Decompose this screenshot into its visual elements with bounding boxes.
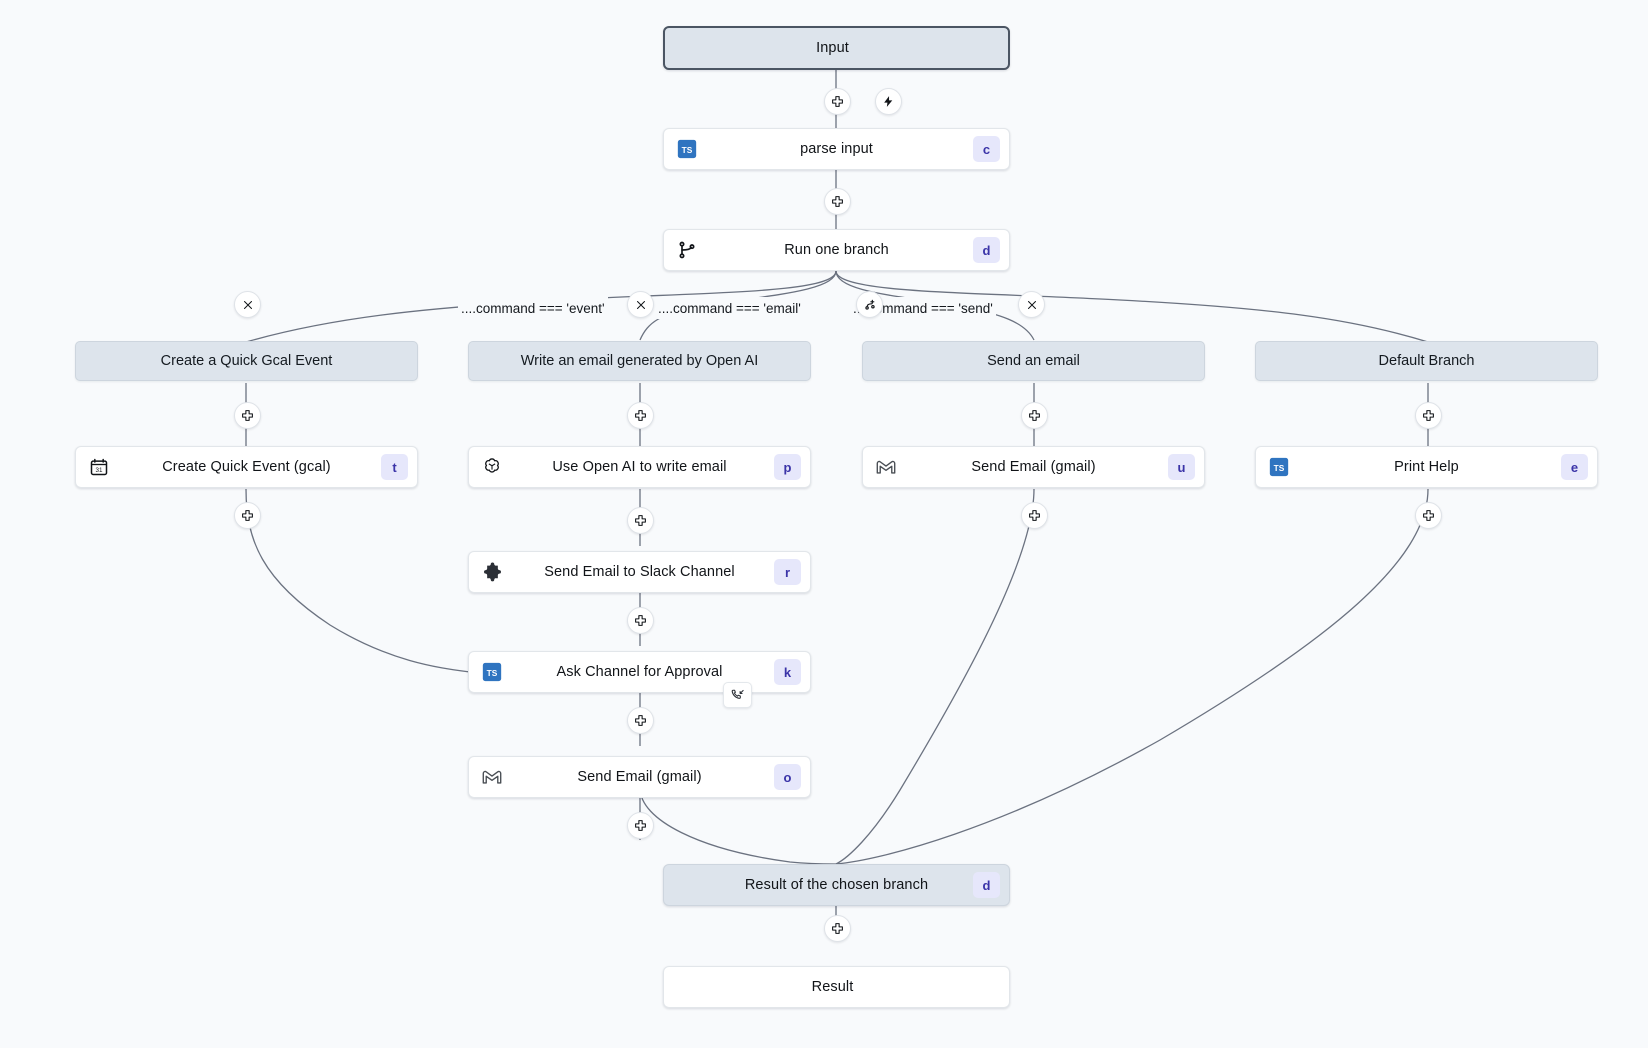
svg-text:TS: TS <box>487 668 498 678</box>
add-step-icon <box>1423 410 1434 421</box>
branch-condition-email: ....command === 'email' <box>655 297 804 319</box>
node-run-one-branch-label: Run one branch <box>784 242 889 258</box>
remove-branch-handle-1[interactable] <box>234 291 261 318</box>
add-step-icon <box>1029 410 1040 421</box>
openai-icon <box>479 454 505 480</box>
calendar-icon: 31 <box>86 454 112 480</box>
add-step-handle-openai-5[interactable] <box>627 812 654 839</box>
add-step-handle-openai-3[interactable] <box>627 607 654 634</box>
svg-text:TS: TS <box>682 145 693 155</box>
branch-icon <box>674 237 700 263</box>
add-step-handle-default[interactable] <box>1415 402 1442 429</box>
typescript-icon: TS <box>674 136 700 162</box>
branch-header-default-label: Default Branch <box>1378 353 1475 369</box>
add-step-handle-default-2[interactable] <box>1415 502 1442 529</box>
add-step-icon <box>635 515 646 526</box>
node-result-chosen-branch-label: Result of the chosen branch <box>744 877 929 893</box>
add-step-icon <box>635 820 646 831</box>
svg-text:31: 31 <box>96 467 103 474</box>
shortcut-badge[interactable]: e <box>1561 454 1588 480</box>
shortcut-badge[interactable]: r <box>774 559 801 585</box>
add-step-handle-openai-2[interactable] <box>627 507 654 534</box>
branch-header-send-label: Send an email <box>987 353 1080 369</box>
add-step-icon <box>635 410 646 421</box>
phone-callback-icon <box>731 689 744 699</box>
node-send-email-gmail-u-label: Send Email (gmail) <box>971 459 1096 475</box>
node-run-one-branch[interactable]: Run one branch d <box>663 229 1010 271</box>
typescript-icon: TS <box>1266 454 1292 480</box>
shortcut-badge[interactable]: p <box>774 454 801 480</box>
node-send-email-slack[interactable]: Send Email to Slack Channel r <box>468 551 811 593</box>
shortcut-badge[interactable]: d <box>973 237 1000 263</box>
node-ask-channel-approval[interactable]: TS Ask Channel for Approval k <box>468 651 811 693</box>
typescript-icon: TS <box>479 659 505 685</box>
remove-branch-handle-3[interactable] <box>1018 291 1045 318</box>
branch-header-openai-label: Write an email generated by Open AI <box>520 353 759 369</box>
add-step-icon <box>635 715 646 726</box>
lightning-icon <box>884 96 893 107</box>
branch-condition-event-label: ....command === 'event' <box>461 300 605 316</box>
node-result-label: Result <box>811 979 854 995</box>
add-step-icon <box>242 510 253 521</box>
node-use-open-ai[interactable]: Use Open AI to write email p <box>468 446 811 488</box>
node-create-quick-event[interactable]: 31 Create Quick Event (gcal) t <box>75 446 418 488</box>
close-icon <box>243 300 252 309</box>
shortcut-badge[interactable]: u <box>1168 454 1195 480</box>
add-step-handle-gcal[interactable] <box>234 402 261 429</box>
close-icon <box>1027 300 1036 309</box>
add-step-icon <box>242 410 253 421</box>
add-step-handle-openai-4[interactable] <box>627 707 654 734</box>
gmail-icon <box>479 764 505 790</box>
gmail-icon <box>873 454 899 480</box>
add-step-handle-openai[interactable] <box>627 402 654 429</box>
add-step-icon <box>832 923 843 934</box>
node-result-chosen-branch[interactable]: Result of the chosen branch d <box>663 864 1010 906</box>
branch-condition-email-label: ....command === 'email' <box>658 300 801 316</box>
node-result[interactable]: Result <box>663 966 1010 1008</box>
shortcut-badge[interactable]: c <box>973 136 1000 162</box>
node-ask-channel-approval-label: Ask Channel for Approval <box>556 664 723 680</box>
branch-header-gcal[interactable]: Create a Quick Gcal Event <box>75 341 418 381</box>
branch-header-default[interactable]: Default Branch <box>1255 341 1598 381</box>
add-step-handle-gcal-2[interactable] <box>234 502 261 529</box>
add-step-handle-send-2[interactable] <box>1021 502 1048 529</box>
suspend-resume-chip[interactable] <box>723 682 752 708</box>
remove-branch-handle-2[interactable] <box>627 291 654 318</box>
branch-condition-event: ....command === 'event' <box>458 297 608 319</box>
shortcut-badge[interactable]: d <box>973 872 1000 898</box>
puzzle-icon <box>479 559 505 585</box>
node-input[interactable]: Input <box>663 26 1010 70</box>
node-send-email-gmail-o-label: Send Email (gmail) <box>577 769 702 785</box>
add-step-handle-parse[interactable] <box>824 188 851 215</box>
node-use-open-ai-label: Use Open AI to write email <box>552 459 727 475</box>
node-create-quick-event-label: Create Quick Event (gcal) <box>162 459 331 475</box>
shortcut-badge[interactable]: o <box>774 764 801 790</box>
node-send-email-gmail-o[interactable]: Send Email (gmail) o <box>468 756 811 798</box>
node-send-email-slack-label: Send Email to Slack Channel <box>544 564 735 580</box>
add-step-icon <box>1423 510 1434 521</box>
add-step-icon <box>635 615 646 626</box>
add-step-icon <box>832 96 843 107</box>
node-print-help[interactable]: TS Print Help e <box>1255 446 1598 488</box>
shortcut-badge[interactable]: k <box>774 659 801 685</box>
lightning-handle[interactable] <box>875 88 902 115</box>
node-parse-input[interactable]: TS parse input c <box>663 128 1010 170</box>
branch-header-send[interactable]: Send an email <box>862 341 1205 381</box>
add-branch-handle[interactable] <box>856 291 883 318</box>
svg-text:TS: TS <box>1274 463 1285 473</box>
node-parse-input-label: parse input <box>800 141 873 157</box>
add-step-icon <box>1029 510 1040 521</box>
shortcut-badge[interactable]: t <box>381 454 408 480</box>
node-send-email-gmail-u[interactable]: Send Email (gmail) u <box>862 446 1205 488</box>
add-step-handle-result[interactable] <box>824 915 851 942</box>
add-step-handle-input[interactable] <box>824 88 851 115</box>
add-step-icon <box>832 196 843 207</box>
add-branch-icon <box>864 299 875 310</box>
node-input-label: Input <box>816 40 849 56</box>
close-icon <box>636 300 645 309</box>
branch-header-gcal-label: Create a Quick Gcal Event <box>160 353 333 369</box>
add-step-handle-send[interactable] <box>1021 402 1048 429</box>
branch-header-openai[interactable]: Write an email generated by Open AI <box>468 341 811 381</box>
node-print-help-label: Print Help <box>1394 459 1459 475</box>
